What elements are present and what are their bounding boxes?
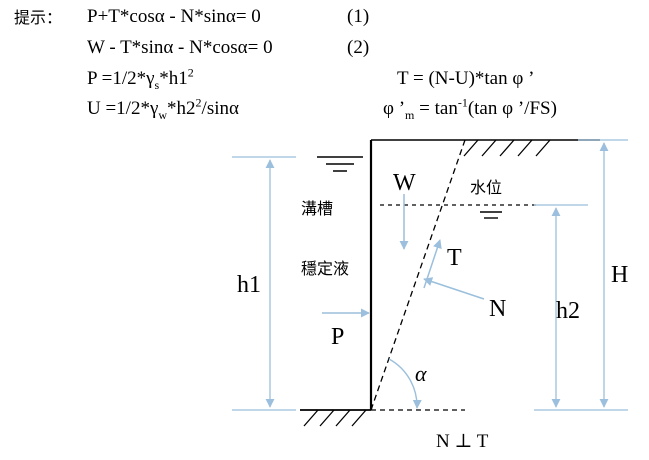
ground-hatch-top	[463, 139, 551, 157]
equation-phi-mid: = tan	[414, 98, 458, 119]
equation-u-sub: w	[158, 107, 168, 122]
equation-u-mid: *h2	[167, 98, 196, 119]
N-label: N	[489, 296, 506, 322]
equation-2: W - T*sinα - N*cosα= 0	[87, 37, 273, 58]
H-label: H	[611, 262, 628, 288]
h2-label: h2	[556, 298, 580, 324]
equation-p-pre: P =1/2*γ	[87, 68, 155, 89]
equation-u-post: /sinα	[201, 98, 239, 119]
equation-phi-pre: φ ’	[383, 98, 406, 119]
equation-phi: φ ’m = tan-1(tan φ ’/FS)	[383, 95, 557, 122]
H-dimension	[578, 139, 628, 411]
N-arrow	[423, 277, 485, 300]
equation-phi-post: (tan φ ’/FS)	[467, 98, 557, 119]
equation-u: U =1/2*γw*h22/sinα	[87, 95, 239, 122]
water-level-label: 水位	[470, 178, 502, 197]
equation-p-mid: *h1	[159, 68, 188, 89]
failure-plane	[370, 139, 466, 411]
T-arrow	[423, 239, 442, 289]
equation-phi-sup: -1	[457, 95, 468, 110]
h1-dimension	[232, 156, 296, 411]
P-label: P	[331, 324, 344, 350]
trench-label: 溝槽	[301, 199, 333, 218]
T-label: T	[447, 245, 462, 271]
equation-p-sub: s	[154, 77, 160, 92]
W-label: W	[393, 170, 416, 196]
alpha-arc	[388, 358, 422, 409]
equation-t: T = (N-U)*tan φ ’	[397, 68, 535, 89]
equation-2-number: (2)	[347, 37, 370, 58]
perpendicular-label: N ⊥ T	[436, 431, 489, 452]
equation-1-number: (1)	[347, 6, 370, 27]
equation-p-sup: 2	[187, 65, 194, 80]
h1-label: h1	[237, 272, 261, 298]
equation-1: P+T*cosα - N*sinα= 0	[87, 6, 261, 27]
hint-label: 提示：	[14, 8, 63, 27]
ground-hatch-bottom	[303, 409, 367, 427]
water-level-symbol	[480, 211, 502, 219]
equation-p: P =1/2*γs*h12	[87, 65, 194, 92]
h2-dimension	[534, 204, 588, 411]
equation-u-pre: U =1/2*γ	[87, 98, 159, 119]
slurry-level-symbol	[317, 156, 363, 172]
alpha-label: α	[415, 361, 427, 386]
equation-phi-sub: m	[405, 107, 415, 122]
equation-u-sup: 2	[195, 95, 202, 110]
slurry-label: 穩定液	[301, 259, 349, 278]
